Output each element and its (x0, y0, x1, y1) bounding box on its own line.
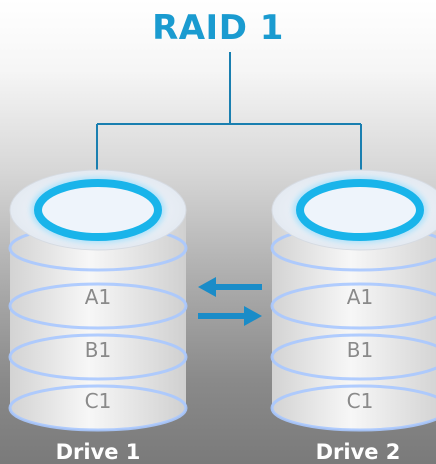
ring (34, 179, 162, 241)
drive-1-label: Drive 1 (55, 440, 141, 464)
diagram-title: RAID 1 (152, 8, 284, 48)
drive-2-stack: A1 B1 C1 (270, 169, 436, 432)
block-label-a1: A1 (85, 285, 111, 309)
arrow-right-icon (198, 306, 262, 326)
block-label-b1: B1 (347, 338, 373, 362)
block-label-a1: A1 (347, 285, 373, 309)
disk-segment-middle (8, 310, 188, 381)
arrow-left-icon (198, 277, 262, 297)
mirror-arrows (198, 277, 262, 326)
block-label-b1: B1 (85, 338, 111, 362)
ring (296, 179, 424, 241)
drive-1-stack: A1 B1 C1 (8, 169, 188, 432)
drive-2-label: Drive 2 (315, 440, 401, 464)
block-label-c1: C1 (85, 389, 112, 413)
block-label-c1: C1 (347, 389, 374, 413)
connector-lines (96, 52, 362, 210)
